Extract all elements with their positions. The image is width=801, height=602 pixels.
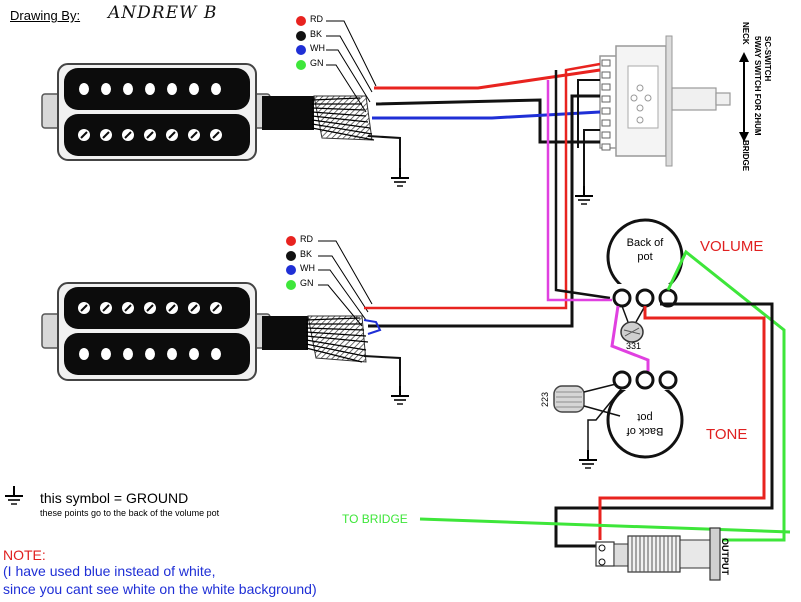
legend-top-rd: RD xyxy=(310,14,323,24)
output-label: OUTPUT xyxy=(720,538,730,575)
neck-black-wire xyxy=(375,98,600,144)
switch-lever xyxy=(671,87,717,111)
legend-bottom-gn: GN xyxy=(300,278,314,288)
drawing-by-label: Drawing By: xyxy=(10,8,81,23)
pickup-cable-jacket xyxy=(262,316,308,350)
ground-legend-icon xyxy=(4,485,24,505)
green-ground-wire xyxy=(666,249,786,542)
legend-top-gn: GN xyxy=(310,58,324,68)
output-jack xyxy=(595,527,721,581)
note-line1: (I have used blue instead of white, xyxy=(3,563,216,579)
legend-bottom-wh: WH xyxy=(300,263,315,273)
coil-bottom xyxy=(64,114,250,156)
legend-bottom-bk: BK xyxy=(300,249,313,259)
volume-pot-text-line2: pot xyxy=(637,251,653,263)
pole-pieces-row-2 xyxy=(79,348,221,360)
volume-label: VOLUME xyxy=(700,238,764,255)
ground-icon xyxy=(390,167,410,187)
pole-pieces-row-1 xyxy=(79,83,221,95)
coil-bottom xyxy=(64,333,250,375)
switch-title: SC-SWITCH xyxy=(763,36,772,82)
tone-pot-text: Back of pot xyxy=(615,410,675,438)
volume-pot-text: Back of pot xyxy=(615,236,675,264)
bridge-black-wire xyxy=(368,94,600,328)
author-signature: ANDREW B xyxy=(108,3,218,23)
tone-capacitor xyxy=(553,385,585,413)
note-title: NOTE: xyxy=(3,547,46,563)
bridge-humbucker xyxy=(41,282,367,381)
ground-icon xyxy=(390,385,410,405)
five-way-switch xyxy=(599,35,749,167)
ground-legend-text: this symbol = GROUND xyxy=(40,490,189,506)
pickup-cable-jacket xyxy=(262,96,314,130)
tone-pot-text-line2: pot xyxy=(637,411,653,423)
legend-bottom-rd: RD xyxy=(300,234,313,244)
switch-bridge-label: BRIDGE xyxy=(741,140,750,172)
tone-pot-text-line1: Back of xyxy=(626,425,664,437)
switch-neck-label: NECK xyxy=(741,22,750,45)
pole-screw-slots xyxy=(80,131,220,139)
ground-legend-subtext: these points go to the back of the volum… xyxy=(40,508,220,518)
legend-dots-top xyxy=(296,16,306,70)
ground-icon xyxy=(578,449,598,469)
neck-legend-leaders xyxy=(326,20,377,113)
neck-red-wire xyxy=(374,68,601,90)
to-bridge-label: TO BRIDGE xyxy=(342,512,408,526)
bridge-red-wire xyxy=(364,62,601,310)
ground-icon xyxy=(574,185,594,205)
neck-blue-wire xyxy=(372,110,601,120)
note-line2: since you cant see white on the white ba… xyxy=(3,581,317,597)
tone-pot xyxy=(606,370,684,459)
coil-top xyxy=(64,287,250,329)
volume-pot-text-line1: Back of xyxy=(626,237,664,249)
switch-subtitle: 5WAY SWITCH FOR 2HUM xyxy=(753,36,762,136)
legend-dots-bottom xyxy=(286,236,296,290)
neck-humbucker xyxy=(41,63,373,161)
volume-to-tone-pink-wire xyxy=(610,305,650,378)
legend-top-bk: BK xyxy=(310,29,323,39)
volume-cap-value: 331 xyxy=(626,341,642,351)
tone-label: TONE xyxy=(706,426,748,443)
switch-lugs xyxy=(601,59,611,151)
switch-to-volume-pink-wire xyxy=(546,80,614,302)
to-bridge-ground-wire xyxy=(419,517,791,534)
legend-top-wh: WH xyxy=(310,43,325,53)
volume-ground-black-wire xyxy=(554,302,774,548)
bridge-legend-leaders xyxy=(318,240,373,327)
tone-cap-value: 223 xyxy=(540,392,550,408)
coil-top xyxy=(64,68,250,110)
volume-output-red-wire xyxy=(598,306,766,540)
